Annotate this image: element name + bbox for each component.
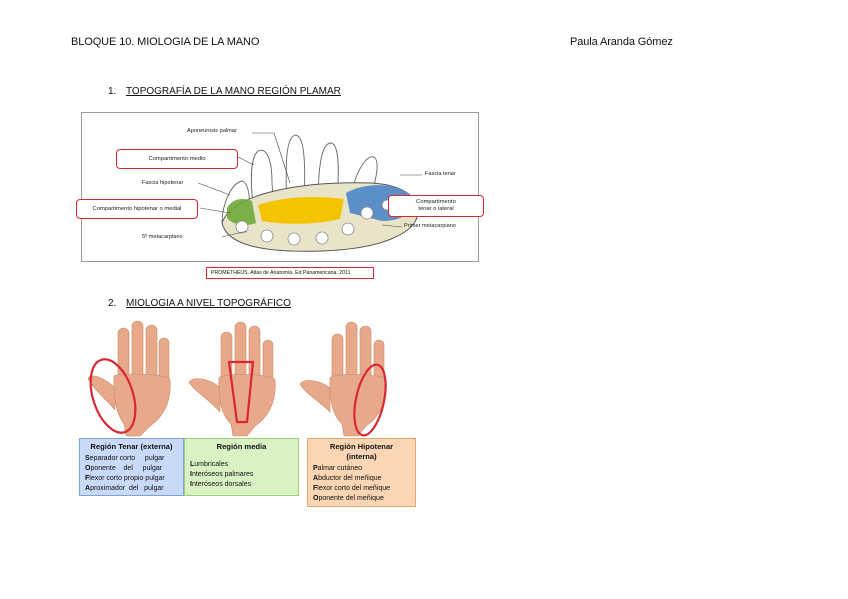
section-title: MIOLOGIA A NIVEL TOPOGRÁFICO — [126, 298, 291, 309]
hand-cross-section-figure: Aponeurosis palmar Compartimento medio F… — [76, 112, 484, 262]
label-compartimento-medio: Compartimento medio — [116, 149, 238, 169]
hand-thenar-illustration — [87, 320, 171, 437]
hand-cross-section-illustration — [197, 132, 422, 252]
label-compartimento-tenar-line1: Compartimento — [416, 199, 456, 205]
figure-caption: PROMETHEUS. Atlas de Anatomía. Ed Paname… — [206, 267, 374, 279]
region-item: Separador corto pulgar — [85, 455, 165, 462]
region-item: Flexor corto propio pulgar — [85, 475, 165, 482]
region-item: Lumbricales — [190, 461, 229, 468]
region-item: Interóseos dorsales — [190, 481, 252, 488]
section-number: 2. — [108, 298, 117, 309]
region-item: Oponente del meñique — [313, 495, 384, 502]
label-5-metacarpiano: 5º metacarpiano — [142, 234, 183, 240]
label-fascia-tenar: Fascia tenar — [425, 171, 456, 177]
label-compartimento-hipotenar: Compartimento hipotenar o medial — [76, 199, 198, 219]
label-primer-metacarpiano: Primer metacarpiano — [404, 223, 456, 229]
region-item: Aproximador del pulgar — [85, 485, 164, 492]
document-author: Paula Aranda Gómez — [570, 36, 673, 48]
region-tenar-box: Región Tenar (externa) Separador corto p… — [79, 438, 184, 496]
region-media-title: Región media — [216, 442, 267, 451]
region-hipotenar-box: Región Hipotenar (interna) Palmar cutáne… — [307, 438, 416, 507]
section-heading-1: 1. TOPOGRAFÍA DE LA MANO REGIÓN PLAMAR — [108, 86, 341, 97]
region-hipotenar-subtitle: (interna) — [346, 452, 377, 461]
region-media-box: Región media Lumbricales Interóseos palm… — [184, 438, 299, 496]
region-item: Palmar cutáneo — [313, 465, 363, 472]
region-hipotenar-title: Región Hipotenar — [329, 442, 394, 451]
document-header-title: BLOQUE 10. MIOLOGIA DE LA MANO — [71, 36, 260, 48]
label-aponeurosis-palmar: Aponeurosis palmar — [187, 128, 237, 134]
region-item: Oponente del pulgar — [85, 465, 163, 472]
section-number: 1. — [108, 86, 117, 97]
region-item: Abductor del meñique — [313, 475, 382, 482]
label-fascia-hipotenar: Fascia hipotenar — [142, 180, 184, 186]
region-item: Interóseos palmares — [190, 471, 254, 478]
region-tenar-title: Región Tenar (externa) — [90, 442, 173, 451]
label-compartimento-tenar: Compartimento tenar o lateral — [388, 195, 484, 217]
hand-middle-region-illustration — [188, 321, 276, 437]
region-item: Flexor corto del meñique — [313, 485, 391, 492]
hand-hypothenar-illustration — [300, 321, 387, 437]
section-title: TOPOGRAFÍA DE LA MANO REGIÓN PLAMAR — [126, 86, 341, 97]
section-heading-2: 2. MIOLOGIA A NIVEL TOPOGRÁFICO — [108, 298, 291, 309]
label-compartimento-tenar-line2: tenar o lateral — [418, 206, 454, 212]
